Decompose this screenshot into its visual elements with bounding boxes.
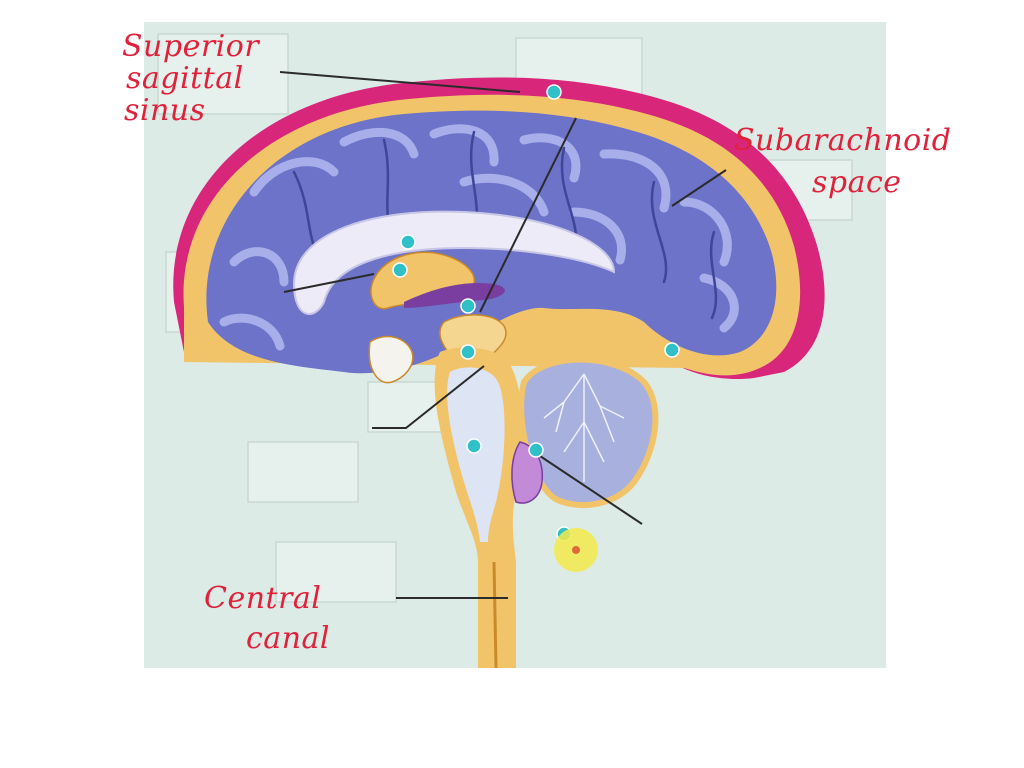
leader-pituitary [372,365,485,429]
pituitary-region [368,335,414,384]
label-box-7 [275,541,397,603]
fourth-ventricle-canal [492,561,498,668]
marker-1 [546,84,562,100]
annotation-subarachnoid: Subarachnoid [734,123,952,158]
leader-vertical [479,117,577,313]
annotation-space: space [812,165,902,200]
marker-2 [400,234,416,250]
leader-lines [279,71,727,599]
marker-6 [664,342,680,358]
markers [392,84,680,542]
annotation-canal: canal [246,621,330,656]
annotation-sagittal: sagittal [126,61,244,96]
marker-3 [392,262,408,278]
leader-ventricle [283,273,375,293]
annotation-superior: Superior [122,29,260,64]
leader-cerebellum [539,455,643,525]
marker-4 [460,298,476,314]
brain-diagram [144,22,886,668]
brainstem-core [447,367,505,542]
label-box-6 [247,441,359,503]
leader-sinus [279,71,521,93]
cursor-highlight [554,528,598,572]
marker-8 [528,442,544,458]
leader-subarachnoid [671,169,727,207]
choroid-plexus [404,282,505,308]
annotation-sinus: sinus [124,93,206,128]
cerebellar-folia [543,373,625,482]
label-box-1 [157,33,289,115]
annotation-central: Central [204,581,322,616]
brain-illustration [157,33,853,668]
marker-5 [460,344,476,360]
marker-7 [466,438,482,454]
corpus-callosum [292,210,616,315]
